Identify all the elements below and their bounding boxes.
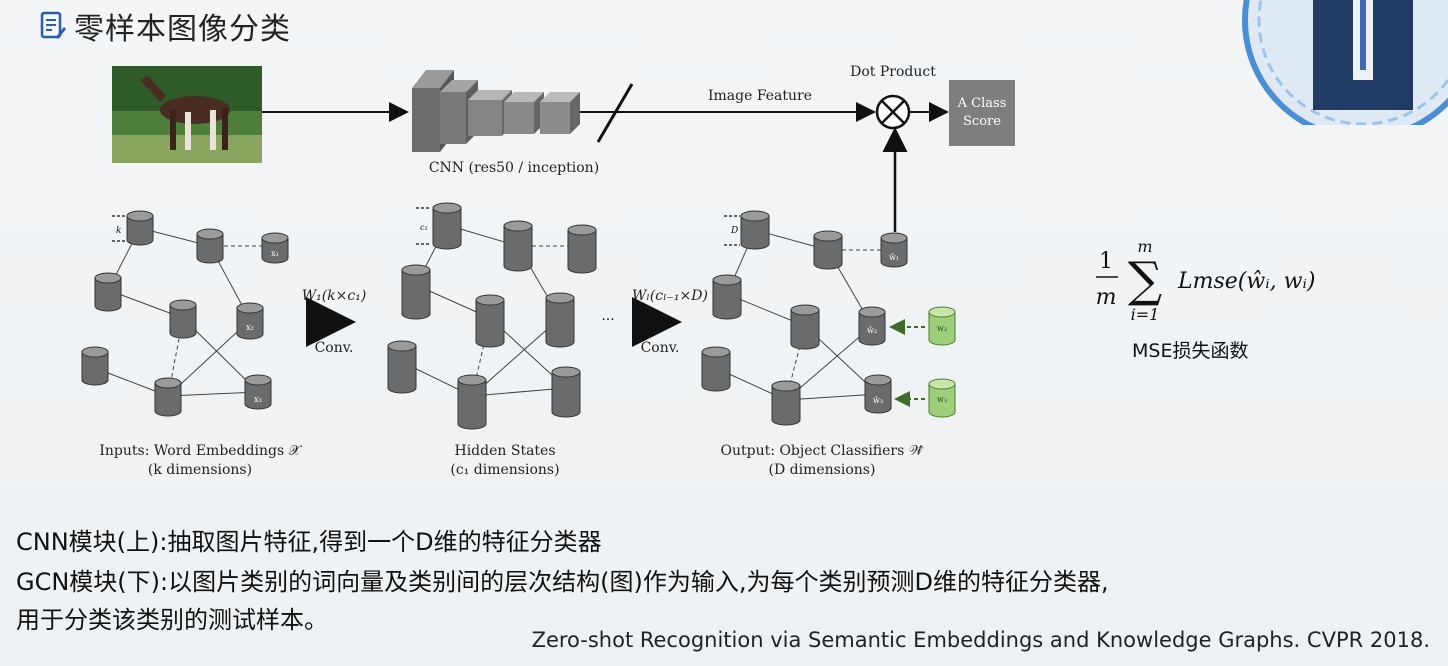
graph-node (858, 306, 886, 346)
x3-label: x₃ (254, 395, 262, 404)
graph-node (244, 374, 272, 410)
graph-node (712, 274, 742, 320)
graph-node (196, 228, 224, 264)
svg-text:∑: ∑ (1128, 252, 1162, 308)
okapi-image (112, 66, 262, 163)
conv-label-2: Conv. (641, 340, 680, 356)
conv-label-1: Conv. (315, 340, 354, 356)
graph-node (401, 264, 431, 320)
reference-citation: Zero-shot Recognition via Semantic Embed… (531, 628, 1430, 652)
hidden-caption-2: (c₁ dimensions) (450, 462, 559, 478)
cnn-caption: CNN (res50 / inception) (429, 160, 599, 176)
svg-text:Lmse(ŵᵢ, wᵢ): Lmse(ŵᵢ, wᵢ) (1177, 269, 1315, 294)
graph-node (771, 380, 801, 426)
dot-product-label: Dot Product (850, 64, 936, 80)
x1-label: x₁ (271, 249, 279, 258)
w1-weight-label: W₁(k×c₁) (302, 288, 367, 304)
graph-node (432, 202, 462, 250)
svg-text:m: m (1096, 285, 1117, 310)
c1-label: c₁ (420, 223, 428, 232)
graph-nodes (81, 202, 956, 430)
inputs-caption-1: Inputs: Word Embeddings 𝒳 (99, 443, 302, 459)
graph-node (740, 210, 770, 250)
graph-node (236, 302, 264, 340)
inputs-caption-2: (k dimensions) (148, 462, 252, 478)
score-line-2: Score (963, 114, 1001, 129)
mse-loss-label: MSE损失函数 (1132, 340, 1249, 362)
graph-node (503, 220, 533, 272)
graph-node (701, 346, 731, 392)
graph-node (154, 377, 182, 417)
hidden-caption-1: Hidden States (454, 443, 555, 459)
w2hat-label: ŵ₂ (867, 326, 877, 335)
zero-shot-diagram: Image Feature Dot Product CNN (res50 / i… (81, 64, 1316, 478)
graph-node (790, 304, 820, 350)
graph-node (880, 232, 908, 268)
graph-node (169, 299, 197, 339)
document-icon (40, 11, 66, 39)
graph-node (94, 272, 122, 312)
w3hat-label: ŵ₃ (873, 396, 883, 405)
graph-node (567, 224, 597, 274)
output-caption-2: (D dimensions) (769, 462, 876, 478)
output-caption-1: Output: Object Classifiers 𝒲̂ (721, 443, 925, 459)
gcn-description-cont: 用于分类该类别的测试样本。 (16, 606, 328, 634)
presenter-video (1218, 0, 1448, 125)
svg-text:i=1: i=1 (1131, 305, 1160, 324)
d-label: D (730, 226, 738, 236)
graph-node (261, 232, 289, 264)
w3-label: w₃ (937, 395, 947, 404)
graph-node (387, 340, 417, 394)
graph-node (81, 346, 109, 386)
classifier-node (928, 306, 956, 346)
class-score-box: A Class Score (949, 80, 1015, 146)
image-feature-label: Image Feature (708, 88, 812, 104)
svg-text:m: m (1137, 237, 1152, 256)
classifier-node (928, 378, 956, 418)
k-label: k (116, 226, 121, 236)
w2-label: w₂ (937, 324, 947, 333)
graph-node (475, 294, 505, 348)
gcn-description: GCN模块(下):以图片类别的词向量及类别间的层次结构(图)作为输入,为每个类别… (16, 568, 1109, 596)
graph-node (457, 374, 487, 430)
graph-node (545, 292, 575, 348)
score-line-1: A Class (957, 96, 1007, 111)
cnn-blocks (412, 70, 580, 152)
graph-node (551, 366, 581, 418)
graph-node (864, 374, 892, 414)
cnn-description: CNN模块(上):抽取图片特征,得到一个D维的特征分类器 (16, 528, 602, 556)
graph-node (126, 210, 154, 246)
x2-label: x₂ (246, 323, 254, 332)
dot-product-operator (875, 94, 911, 130)
w1hat-label: ŵ₁ (889, 253, 899, 262)
page-title: 零样本图像分类 (74, 12, 291, 47)
svg-text:1: 1 (1099, 249, 1113, 274)
graph-node (813, 230, 843, 270)
ellipsis-label: ··· (601, 312, 614, 328)
wl-weight-label: Wₗ(cₗ₋₁×D) (632, 288, 708, 304)
mse-formula: 1 m m ∑ i=1 Lmse(ŵᵢ, wᵢ) (1096, 237, 1316, 324)
slide-title: 零样本图像分类 (40, 6, 291, 47)
